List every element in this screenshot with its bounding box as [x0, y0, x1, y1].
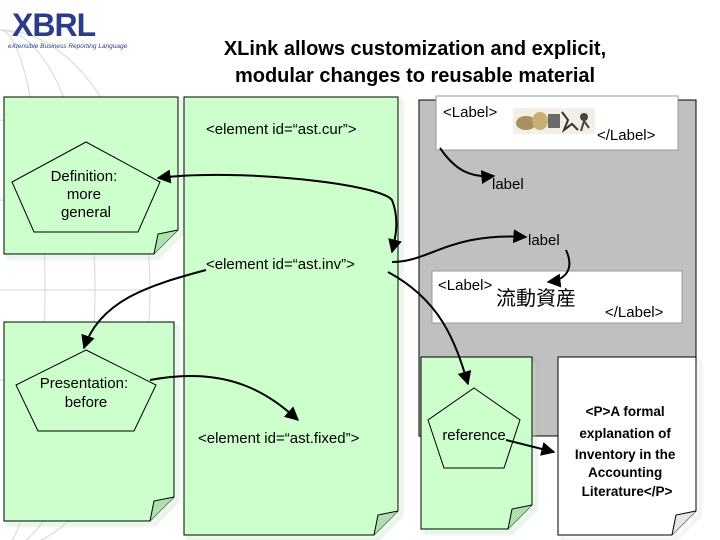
- documentation-page: [557, 356, 697, 536]
- label-japanese-text: 流動資産: [496, 287, 576, 310]
- reference-label: reference: [442, 427, 505, 444]
- label-open-tag: <Label>: [443, 104, 497, 121]
- arrow-reference-to-doc: [505, 439, 556, 456]
- logo-wordmark: XBRL: [12, 7, 96, 43]
- arrow-inv-to-presentation: [81, 269, 207, 350]
- arrow-presentation-to-fixed: [149, 375, 300, 421]
- label-arc-1: label: [492, 176, 524, 193]
- xbrl-logo: XBRL eXtensible Business Reporting Langu…: [8, 7, 128, 50]
- logo-tagline: eXtensible Business Reporting Language: [8, 43, 128, 50]
- slide-title-line-2: modular changes to reusable material: [234, 65, 596, 87]
- reference-pentagon: [427, 387, 521, 469]
- label-close-tag: </Label>: [597, 127, 656, 144]
- arrow-definition-to-cur: [156, 169, 402, 254]
- definition-label: Definition: more general: [51, 168, 122, 221]
- arrow-inv-to-reference: [387, 271, 472, 386]
- arrow-label-2-to-japanese: [546, 249, 571, 288]
- presentation-pentagon: [15, 349, 157, 432]
- assets-photo-strip: [513, 108, 595, 134]
- element-ast-fixed: <element id=“ast.fixed”>: [198, 430, 360, 447]
- documentation-text: <P>A formal explanation of Inventory in …: [575, 404, 679, 499]
- slide-title-line-1: XLink allows customization and explicit,: [223, 38, 607, 60]
- arrow-inv-to-label-2: [391, 229, 528, 263]
- label-close-tag-2: </Label>: [605, 304, 664, 321]
- element-ast-inv: <element id=“ast.inv”>: [206, 256, 355, 273]
- label-open-tag-2: <Label>: [438, 277, 492, 294]
- presentation-label: Presentation: before: [40, 375, 133, 411]
- schema-element-page: [183, 96, 399, 536]
- arrow-cur-to-label-1: [439, 147, 496, 185]
- element-ast-cur: <element id=“ast.cur”>: [206, 121, 357, 138]
- definition-pentagon: [11, 141, 161, 233]
- label-arc-2: label: [528, 232, 560, 249]
- slide-title: XLink allows customization and explicit,…: [150, 36, 680, 90]
